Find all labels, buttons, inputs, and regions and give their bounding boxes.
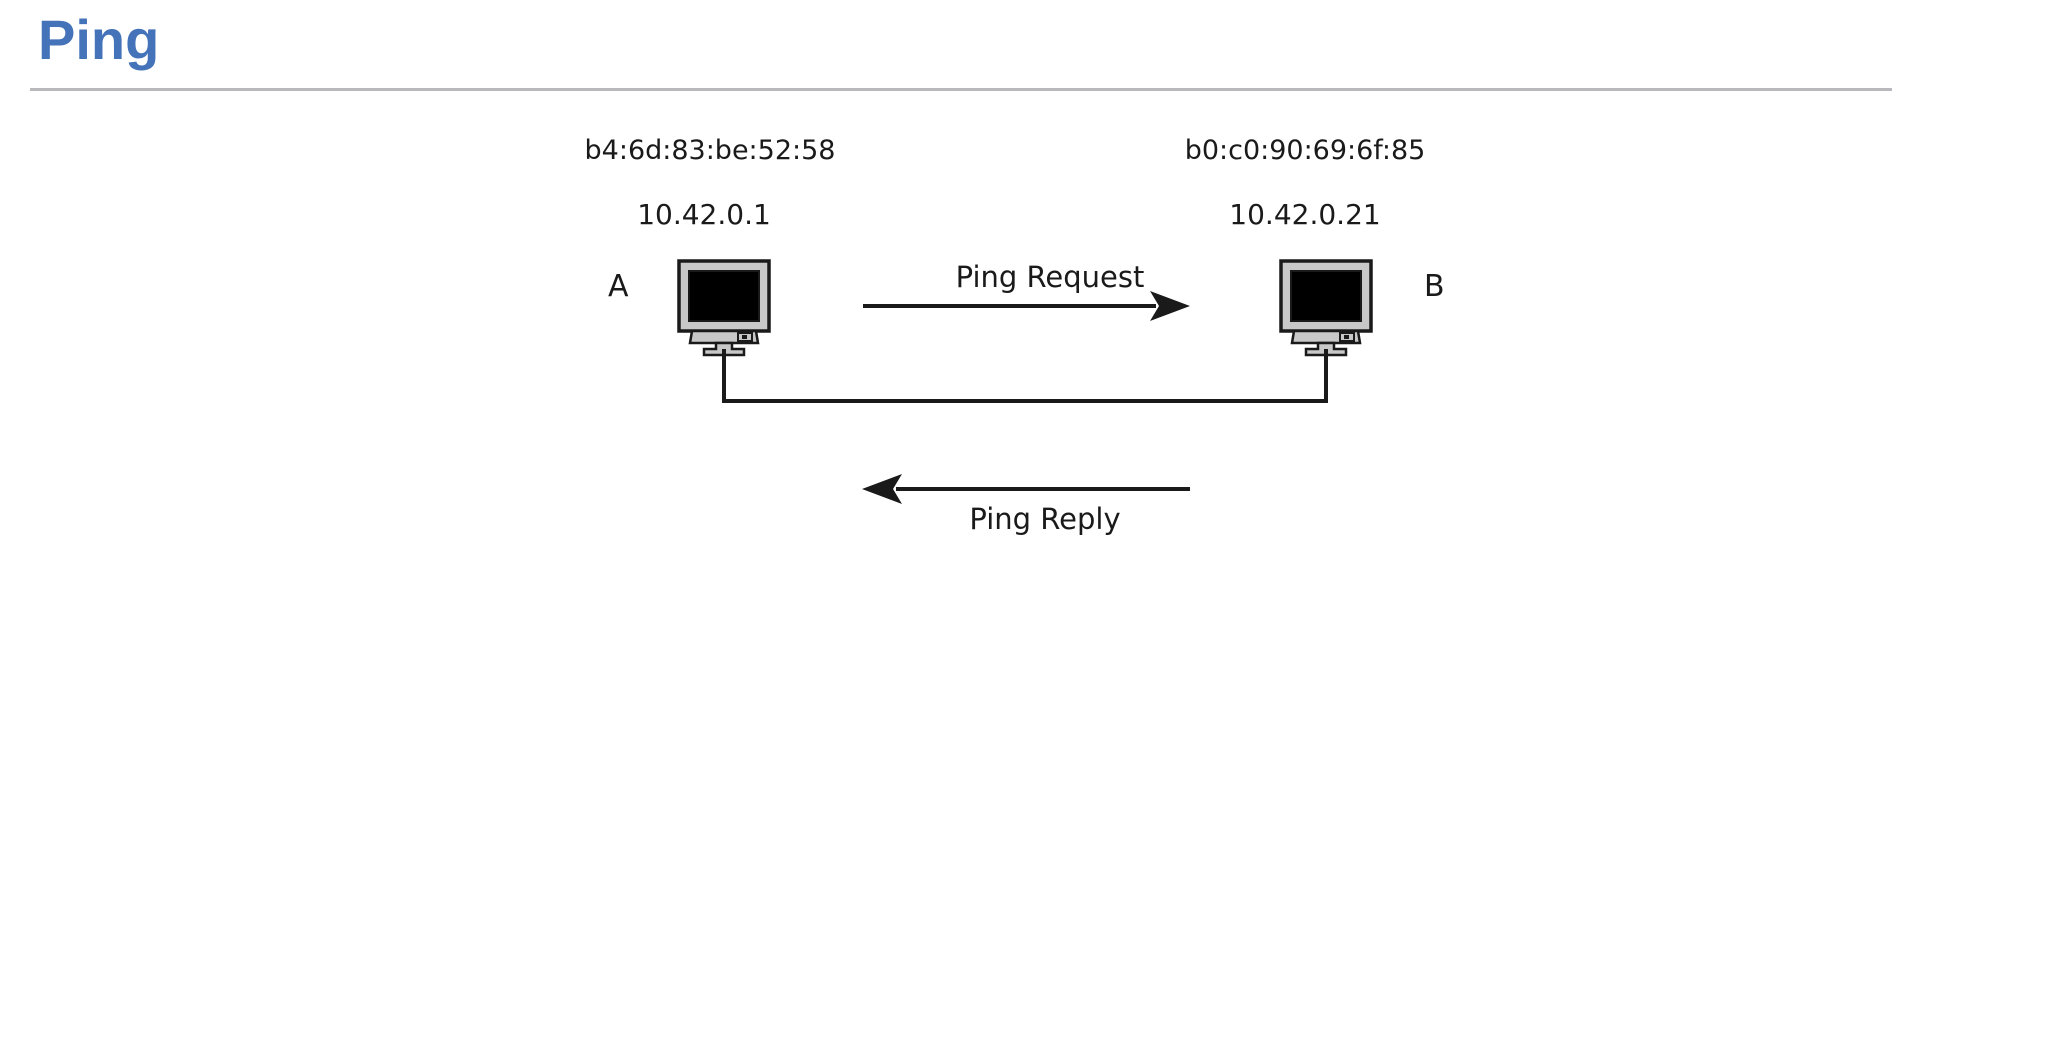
ping-request-label: Ping Request: [955, 260, 1145, 295]
computer-a-icon: [677, 259, 771, 357]
ping-reply-arrow: [862, 474, 1190, 505]
network-cable-line: [722, 349, 1328, 404]
ping-reply-label: Ping Reply: [969, 502, 1121, 537]
node-b-mac-address: b0:c0:90:69:6f:85: [1184, 135, 1426, 167]
node-b-ip-address: 10.42.0.21: [1229, 198, 1381, 232]
ping-request-arrow: [863, 291, 1190, 322]
node-b-letter: B: [1424, 269, 1445, 305]
page-title: Ping: [38, 8, 160, 71]
title-divider: [30, 88, 1892, 92]
node-a-ip-address: 10.42.0.1: [637, 198, 771, 232]
node-a-letter: A: [608, 269, 629, 305]
node-a-mac-address: b4:6d:83:be:52:58: [584, 135, 836, 167]
computer-b-icon: [1279, 259, 1373, 357]
ping-diagram: b4:6d:83:be:52:58 b0:c0:90:69:6f:85 10.4…: [0, 91, 2048, 1051]
